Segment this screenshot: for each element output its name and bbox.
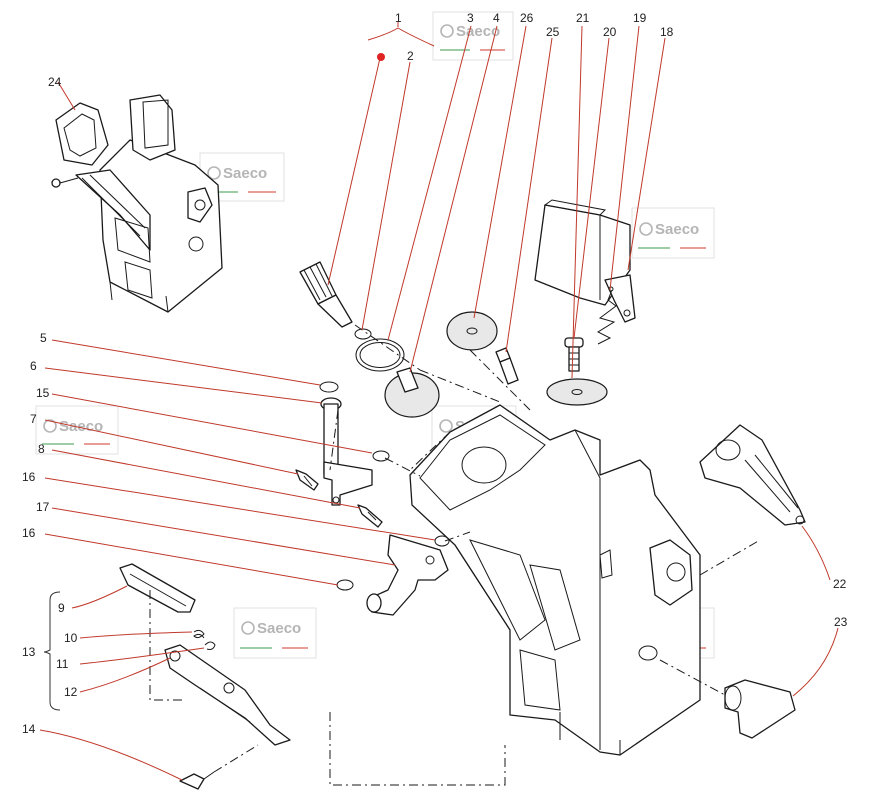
callout-leader-lines bbox=[39, 22, 839, 781]
callout-16-lower: 16 bbox=[22, 526, 36, 540]
piston-screen-4 bbox=[384, 367, 440, 418]
callout-9: 9 bbox=[58, 601, 65, 615]
o-ring-5 bbox=[319, 381, 339, 393]
callout-13: 13 bbox=[22, 645, 36, 659]
o-ring-16-lower bbox=[336, 579, 354, 591]
callout-14: 14 bbox=[22, 722, 36, 736]
callout-25: 25 bbox=[546, 25, 560, 39]
saeco-watermark: Saeco bbox=[631, 207, 715, 259]
callout-26: 26 bbox=[520, 11, 534, 25]
callout-4: 4 bbox=[493, 11, 500, 25]
o-ring-16-upper bbox=[434, 535, 450, 547]
callout-23: 23 bbox=[834, 615, 848, 629]
callout-20: 20 bbox=[603, 25, 617, 39]
svg-text:Saeco: Saeco bbox=[456, 23, 500, 40]
callout-21: 21 bbox=[576, 11, 590, 25]
callout-7: 7 bbox=[30, 412, 37, 426]
o-ring-15 bbox=[372, 450, 390, 462]
filter-screen-26 bbox=[446, 311, 498, 351]
assembly-axis-lines bbox=[149, 324, 761, 786]
coffee-funnel bbox=[534, 199, 636, 323]
svg-text:Saeco: Saeco bbox=[655, 221, 699, 238]
callout-19: 19 bbox=[633, 11, 647, 25]
callout-6: 6 bbox=[30, 359, 37, 373]
svg-text:Saeco: Saeco bbox=[223, 165, 267, 182]
callout-3: 3 bbox=[467, 11, 474, 25]
filter-screen-21 bbox=[546, 378, 608, 406]
saeco-watermark: Saeco bbox=[35, 405, 119, 455]
o-ring-3 bbox=[355, 338, 405, 372]
side-bracket-22 bbox=[699, 424, 806, 526]
drain-pipe-17 bbox=[366, 534, 449, 616]
screw-20 bbox=[564, 337, 584, 372]
callout-2: 2 bbox=[407, 49, 414, 63]
assembled-brew-unit bbox=[51, 94, 223, 313]
callout-24: 24 bbox=[48, 75, 62, 89]
callout-15: 15 bbox=[36, 386, 50, 400]
knob-23 bbox=[724, 679, 796, 739]
callout-17: 17 bbox=[36, 500, 50, 514]
callout-18: 18 bbox=[660, 25, 674, 39]
clip-11 bbox=[204, 641, 216, 650]
saeco-watermark: Saeco bbox=[432, 11, 514, 61]
lever-plate-12 bbox=[164, 644, 291, 746]
callout-22: 22 bbox=[833, 577, 847, 591]
callout-8: 8 bbox=[38, 442, 45, 456]
callout-12: 12 bbox=[64, 685, 78, 699]
callout-10: 10 bbox=[64, 631, 78, 645]
screw-7 bbox=[295, 469, 319, 491]
spring-10 bbox=[193, 629, 205, 639]
callout-5: 5 bbox=[40, 331, 47, 345]
callout-11: 11 bbox=[56, 657, 69, 671]
piston-pin-1 bbox=[299, 261, 353, 328]
callout-1: 1 bbox=[395, 11, 402, 25]
callout-numbers: 1 2 3 4 26 25 21 20 19 18 24 5 6 15 7 8 … bbox=[22, 11, 848, 736]
saeco-watermark: Saeco bbox=[233, 607, 317, 659]
svg-text:Saeco: Saeco bbox=[257, 620, 301, 637]
o-ring-2 bbox=[354, 328, 372, 340]
spring bbox=[596, 286, 617, 345]
callout-16-upper: 16 bbox=[22, 470, 36, 484]
red-bullet-marker bbox=[377, 53, 385, 61]
outlet-pipe-6 bbox=[320, 397, 373, 506]
svg-text:Saeco: Saeco bbox=[59, 418, 103, 435]
brew-group-body bbox=[409, 404, 701, 756]
screw-14 bbox=[179, 771, 215, 790]
screw-8 bbox=[357, 504, 383, 528]
lever-9 bbox=[119, 563, 196, 613]
